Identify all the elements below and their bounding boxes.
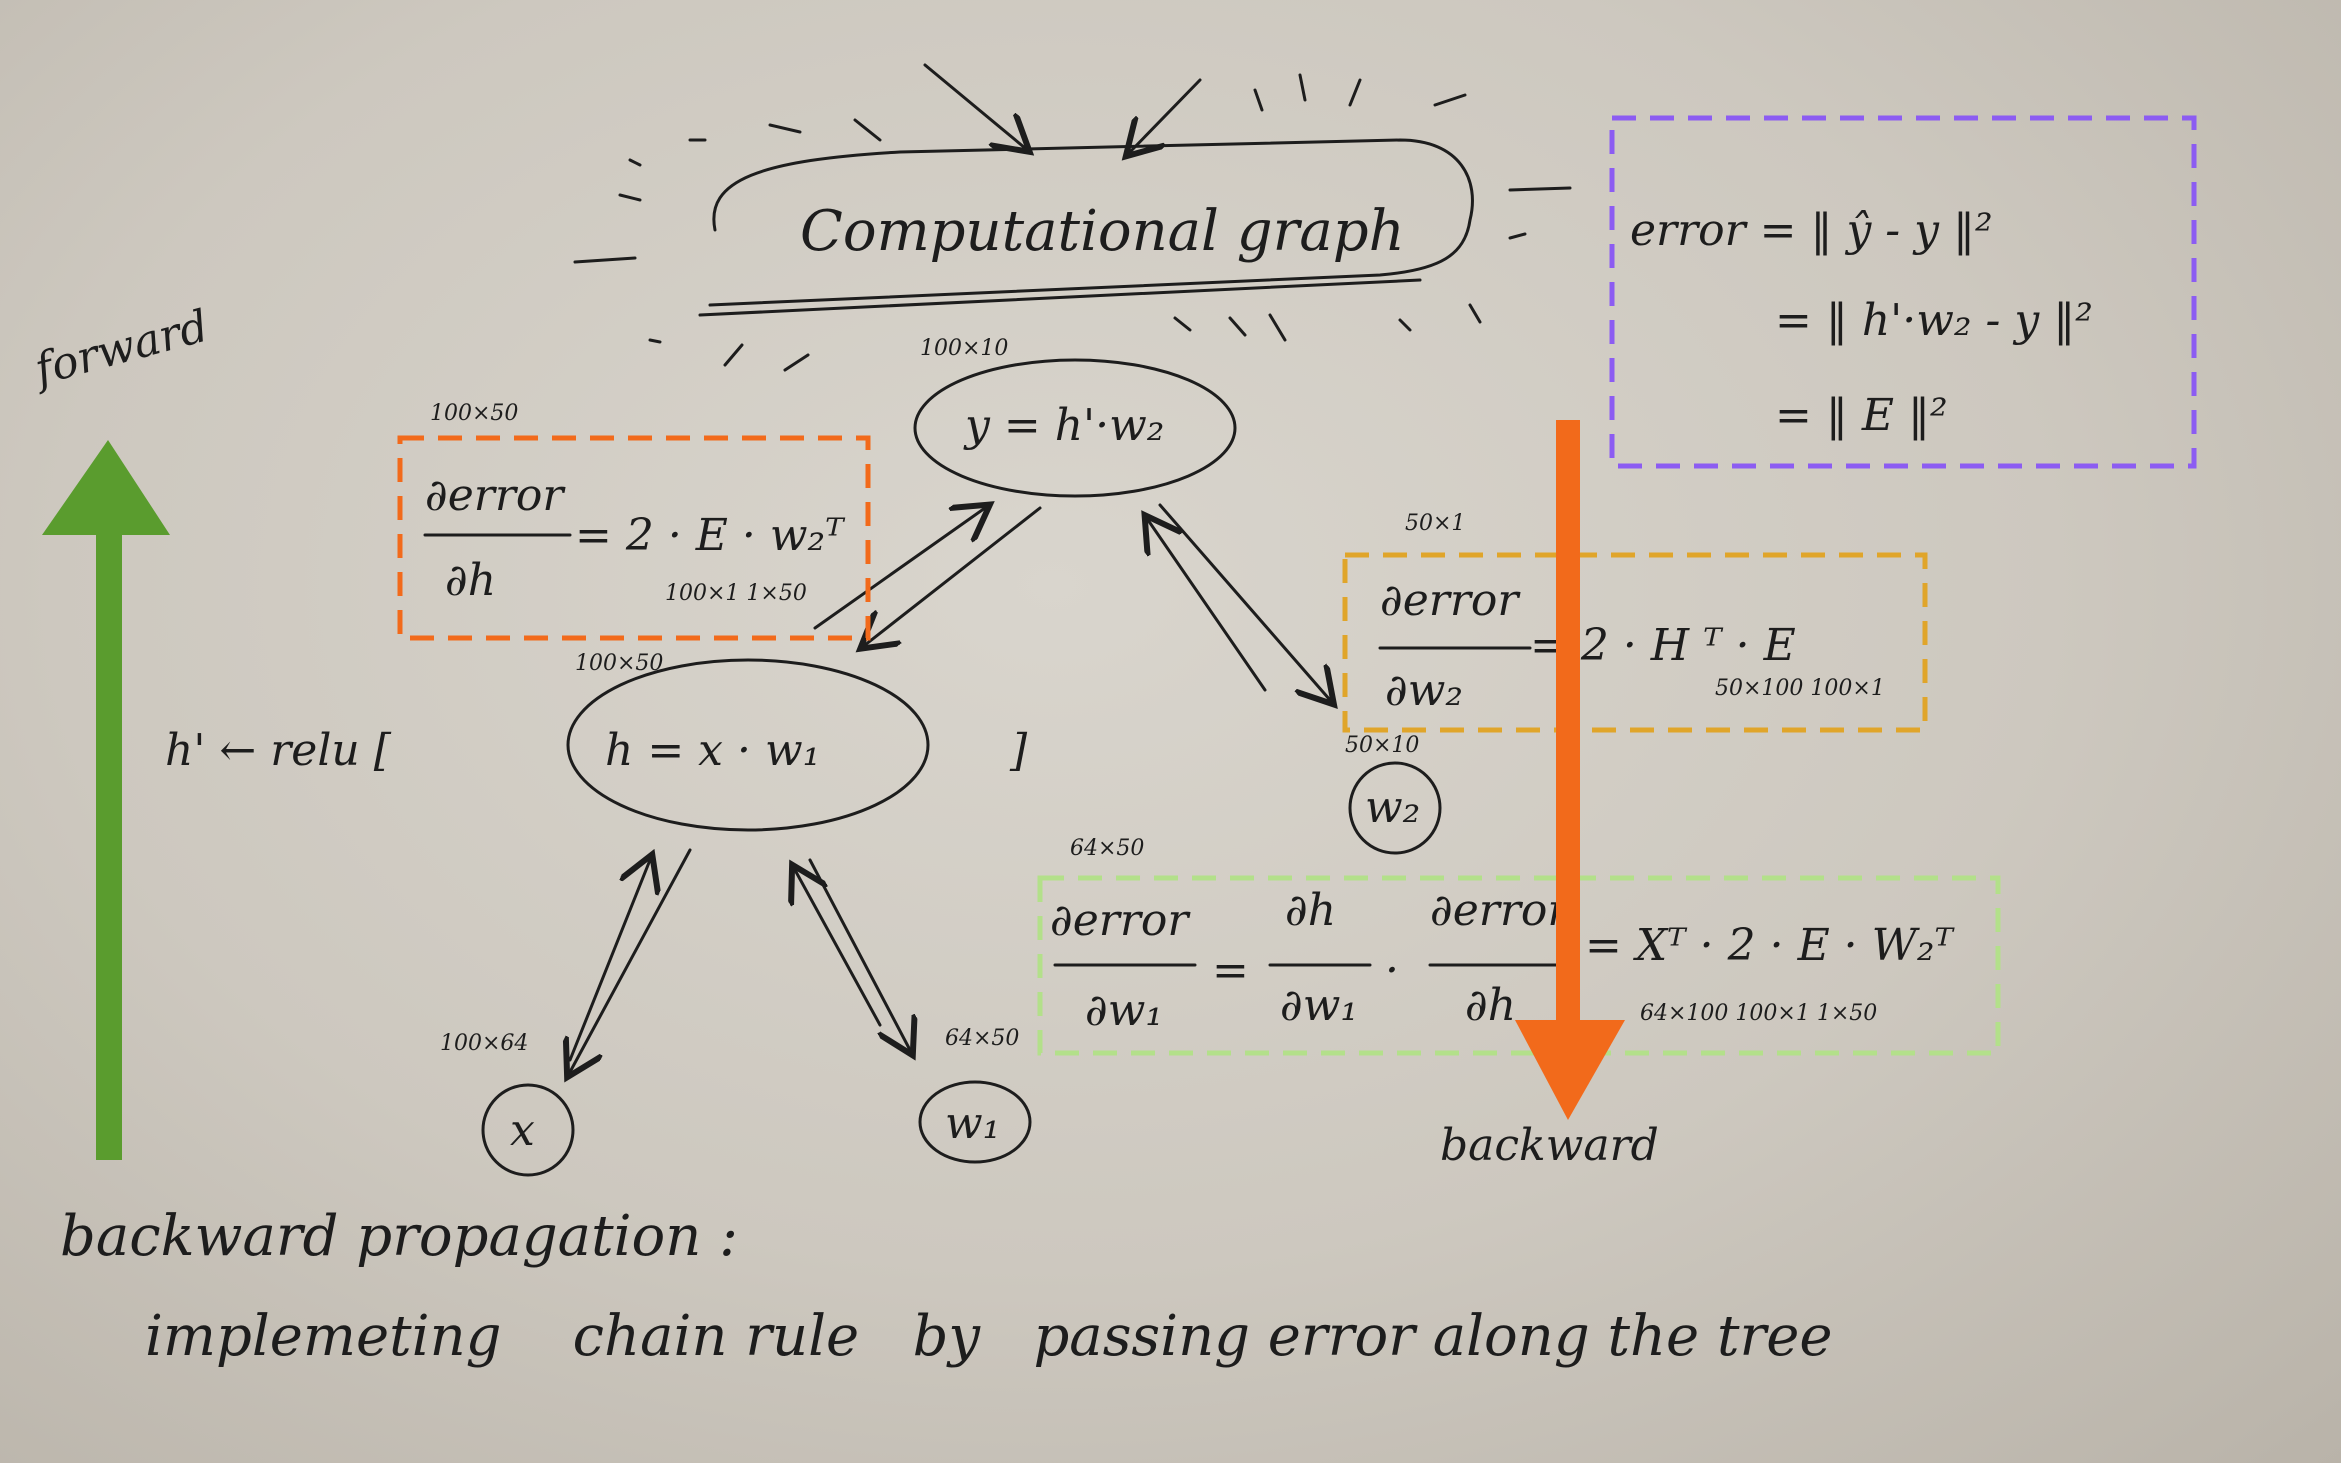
dh-shape: 100×50 — [430, 401, 518, 426]
dw1-dot: · — [1385, 945, 1399, 996]
dw1-d1: ∂w₁ — [1085, 985, 1163, 1036]
node-w1-label: w₁ — [945, 1098, 1000, 1149]
graph-title: Computational graph — [800, 199, 1405, 264]
dh-box-border — [397, 435, 871, 641]
dw1-n1: ∂error — [1050, 895, 1191, 946]
dw1-rhs: = Xᵀ · 2 · E · W₂ᵀ — [1585, 920, 1956, 971]
node-x-label: x — [510, 1105, 535, 1156]
edge-h-to-y-forward — [813, 508, 985, 630]
node-x — [481, 1083, 575, 1177]
dh-box: 100×50 ∂error ∂h = 2 · E · w₂ᵀ 100×1 1×5… — [397, 401, 871, 641]
dh-denominator: ∂h — [445, 555, 496, 606]
dw1-n2: ∂h — [1285, 885, 1336, 936]
edge-y-to-h-backward — [865, 506, 1042, 645]
dh-rhs: = 2 · E · w₂ᵀ — [575, 510, 846, 561]
relu-prefix: h' ← relu [ — [165, 725, 392, 776]
error-line-2: = ‖ h'·w₂ - y ‖² — [1775, 295, 2093, 346]
node-w2-label: w₂ — [1365, 782, 1420, 833]
error-line-1: error = ‖ ŷ - y ‖² — [1630, 205, 1993, 256]
edge-x-to-h-forward — [568, 860, 650, 1062]
node-w1 — [918, 1080, 1032, 1164]
edges — [570, 505, 1330, 1072]
dw2-denominator: ∂w₂ — [1385, 665, 1463, 716]
footer-line-2: implemeting chain rule by passing error … — [145, 1304, 1833, 1369]
node-w2 — [1348, 761, 1442, 855]
dw1-eq: = — [1212, 945, 1249, 996]
backward-arrow — [1515, 420, 1625, 1120]
footer-line-1: backward propagation : — [60, 1204, 738, 1269]
relu-suffix: ] — [1009, 725, 1028, 776]
node-y — [913, 358, 1237, 498]
edge-w1-to-h-forward — [795, 870, 882, 1027]
edge-h-to-w1-backward — [808, 858, 910, 1050]
dw1-box-border — [1037, 875, 2001, 1056]
emphasis-strokes — [573, 63, 1572, 372]
edge-h-to-x-backward — [570, 848, 692, 1072]
node-h — [566, 658, 930, 832]
edge-w2-to-y-forward — [1148, 520, 1267, 692]
dw1-shape: 64×50 — [1070, 836, 1144, 861]
edge-y-to-w2-backward — [1158, 503, 1330, 700]
error-line-3: = ‖ E ‖² — [1775, 390, 1948, 441]
dw1-box: 64×50 ∂error ∂w₁ = ∂h ∂w₁ · ∂error ∂h = … — [1037, 836, 2001, 1056]
dw2-box-border — [1342, 552, 1928, 733]
title-bubble — [573, 63, 1572, 372]
node-x-shape: 100×64 — [440, 1031, 528, 1056]
node-y-shape: 100×10 — [920, 336, 1008, 361]
dw1-d2: ∂w₁ — [1280, 980, 1358, 1031]
node-h-expression: h = x · w₁ — [605, 725, 820, 776]
forward-label: forward — [27, 301, 214, 397]
dh-subscript-shapes: 100×1 1×50 — [665, 581, 807, 606]
node-h-shape: 100×50 — [575, 651, 663, 676]
dw1-n3: ∂error — [1430, 885, 1571, 936]
dw2-shape: 50×1 — [1405, 511, 1465, 536]
error-box: error = ‖ ŷ - y ‖² = ‖ h'·w₂ - y ‖² = ‖ … — [1609, 115, 2197, 469]
dw2-numerator: ∂error — [1380, 575, 1521, 626]
error-box-border — [1609, 115, 2197, 469]
dw1-subscript-shapes: 64×100 100×1 1×50 — [1640, 1001, 1877, 1026]
dw2-box: 50×1 ∂error ∂w₂ = 2 · H ᵀ · E 50×100 100… — [1342, 511, 1928, 733]
node-y-expression: y = h'·w₂ — [963, 400, 1164, 451]
dw2-subscript-shapes: 50×100 100×1 — [1715, 676, 1885, 701]
dw1-d3: ∂h — [1465, 980, 1516, 1031]
forward-arrow — [42, 440, 170, 1160]
backward-label: backward — [1440, 1120, 1659, 1171]
node-w1-shape: 64×50 — [945, 1026, 1019, 1051]
dh-numerator: ∂error — [425, 470, 566, 521]
node-w2-shape: 50×10 — [1345, 733, 1419, 758]
